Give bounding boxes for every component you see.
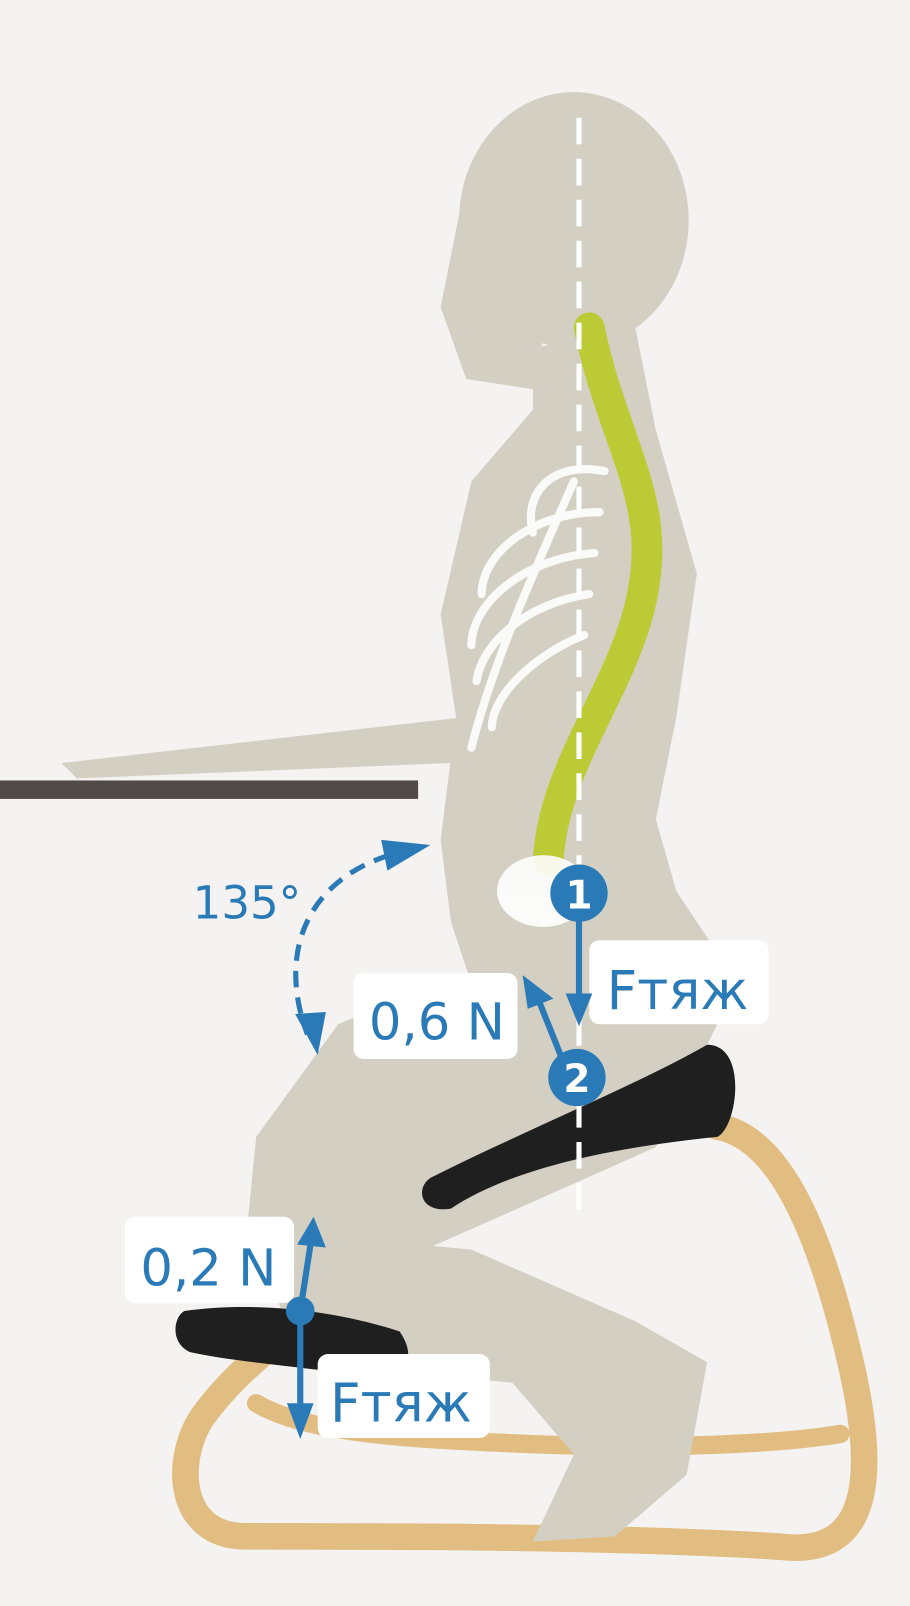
label-box-gravity-upper (589, 940, 769, 1025)
label-box-lower-reaction (125, 1216, 295, 1303)
arrow-head-icon (381, 839, 431, 871)
label-box-upper-reaction (353, 973, 518, 1060)
desk (0, 780, 419, 799)
point-1-marker (550, 864, 608, 922)
gravity-lower-label: Fтяж (330, 1373, 472, 1435)
angle-label: 135° (193, 877, 302, 930)
lower-reaction-label: 0,2 N (140, 1238, 276, 1298)
point-1-label: 1 (565, 874, 592, 919)
point-2-label: 2 (563, 1057, 590, 1102)
point-2-marker (285, 1296, 315, 1326)
upper-reaction-label: 0,6 N (369, 993, 505, 1053)
spine (532, 312, 663, 876)
label-box-gravity-lower (317, 1354, 490, 1439)
point-2-marker-large (548, 1048, 606, 1107)
angle-arc (293, 852, 391, 1036)
gravity-upper-label: Fтяж (607, 960, 749, 1022)
arrow-head-icon (295, 1011, 326, 1055)
